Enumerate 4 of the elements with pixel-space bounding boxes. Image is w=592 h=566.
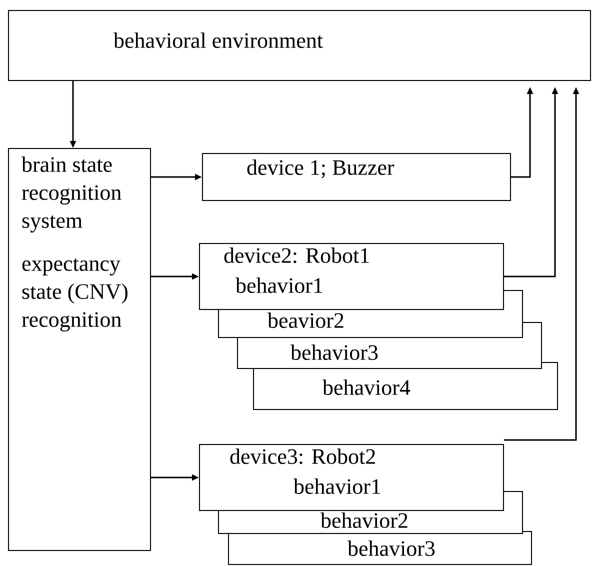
- environment-box: behavioral environment: [8, 10, 591, 81]
- device-box: device 1; Buzzer: [202, 153, 511, 201]
- behavior-box: behavior3: [228, 531, 532, 565]
- recognition-system-box: brain state recognition system expectancy state (CNV) recognition: [8, 148, 151, 551]
